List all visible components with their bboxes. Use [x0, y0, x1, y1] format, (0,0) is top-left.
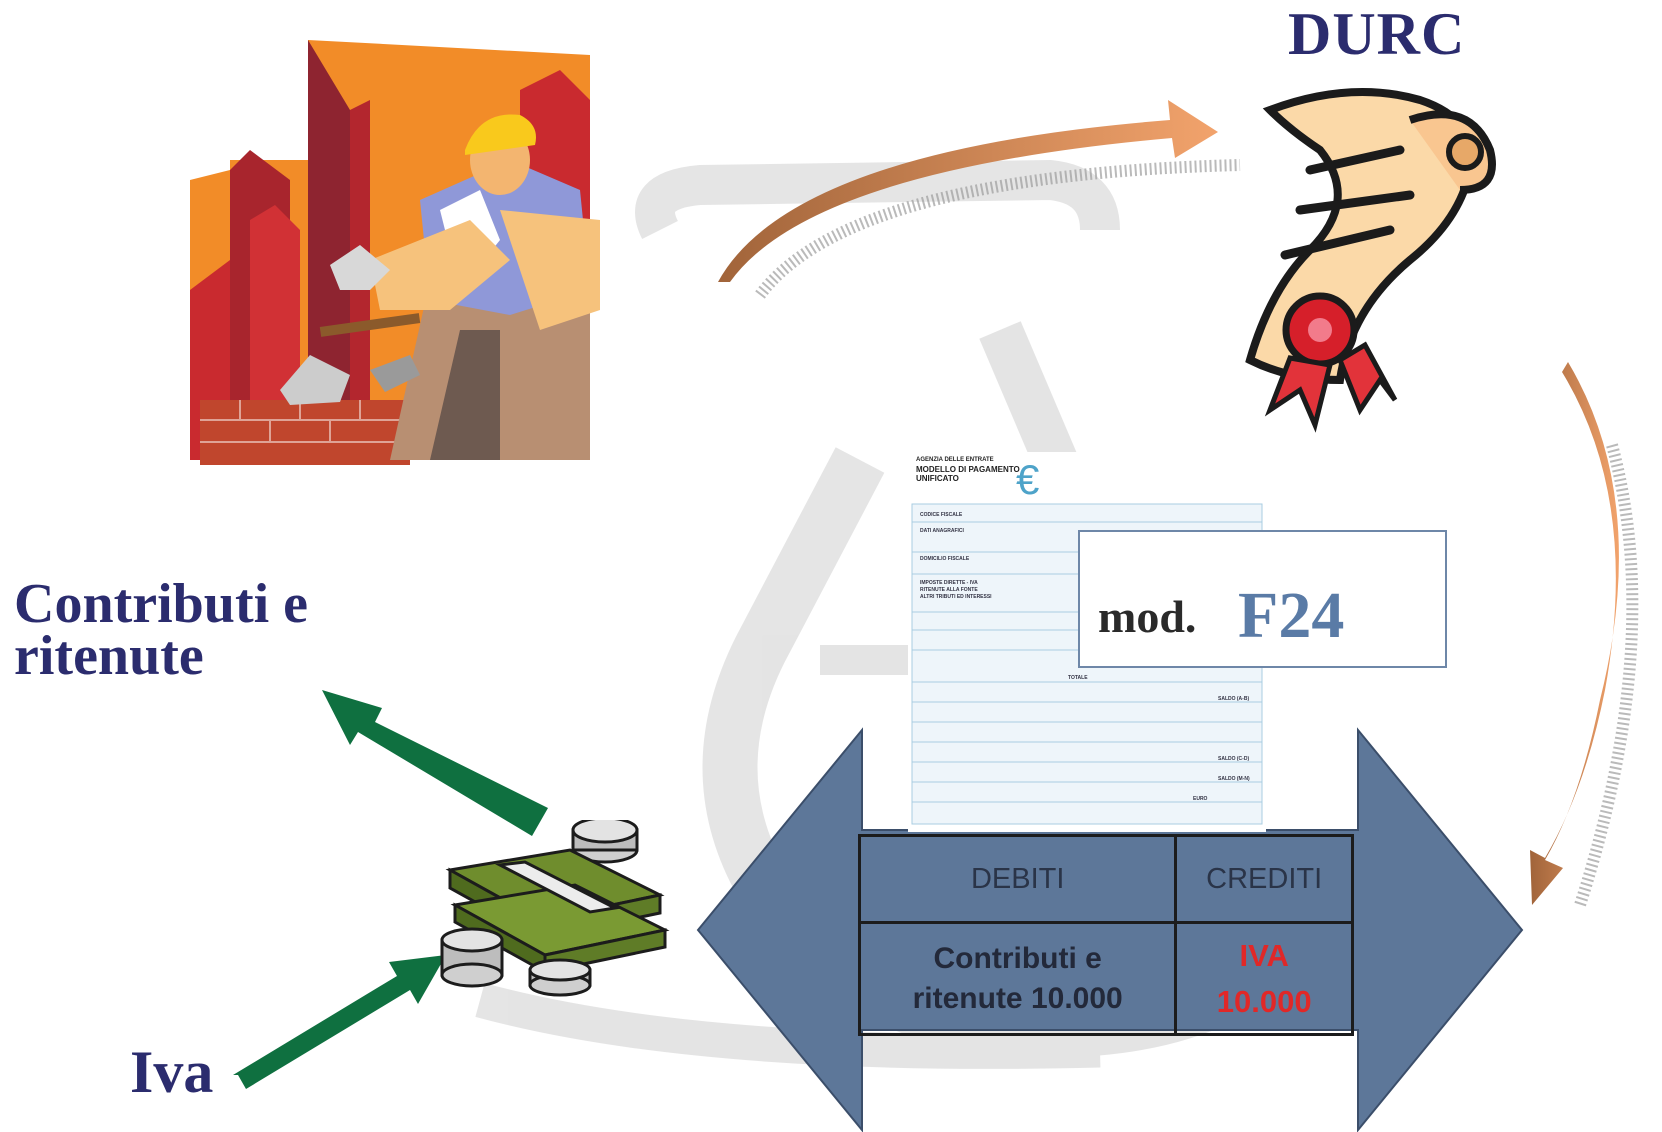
euro-symbol-icon: € [1016, 456, 1039, 503]
durc-title: DURC [1288, 1, 1466, 67]
contributi-line2: ritenute [14, 625, 204, 687]
crediti-header: CREDITI [1174, 834, 1354, 924]
f24-code: F24 [1238, 579, 1345, 652]
f24-prefix: mod. [1098, 591, 1197, 642]
durc-scroll-icon [1245, 88, 1496, 433]
construction-worker-illustration [190, 40, 620, 470]
credit-cell: IVA 10.000 [1174, 921, 1354, 1036]
arrow-money-to-contributi [322, 690, 548, 836]
form-section-text: IMPOSTE DIRETTE - IVA [920, 580, 978, 586]
credit-line2: 10.000 [1216, 983, 1312, 1019]
form-section-text: DOMICILIO FISCALE [920, 556, 970, 562]
form-total-text: TOTALE [1068, 675, 1088, 681]
arrow-durc-to-ledger [1530, 362, 1619, 905]
money-stack-icon [440, 820, 670, 997]
debit-cell: Contributi e ritenute 10.000 [857, 921, 1178, 1036]
form-total-text: SALDO (A-B) [1218, 696, 1249, 702]
iva-label: Iva [130, 1039, 214, 1105]
arrow-worker-to-durc [718, 100, 1218, 282]
arrow-iva-to-money [233, 955, 446, 1089]
form-section-text: CODICE FISCALE [920, 512, 963, 518]
form-section-text: ALTRI TRIBUTI ED INTERESSI [920, 594, 992, 600]
debit-line1: Contributi e [933, 941, 1102, 975]
f24-label-box [1078, 530, 1447, 668]
ledger-table: DEBITI CREDITI Contributi e ritenute 10.… [857, 834, 1354, 1036]
contributi-line1: Contributi e [14, 573, 308, 635]
form-model-text: MODELLO DI PAGAMENTO [916, 465, 1020, 474]
debit-line2: ritenute 10.000 [912, 981, 1123, 1015]
form-total-text: SALDO (M-N) [1218, 776, 1250, 782]
form-unified-text: UNIFICATO [916, 474, 959, 483]
form-agency-text: AGENZIA DELLE ENTRATE [916, 457, 994, 463]
contributi-label: Contributi e ritenute [14, 573, 308, 687]
form-section-text: DATI ANAGRAFICI [920, 528, 964, 534]
debiti-header: DEBITI [857, 834, 1178, 924]
credit-line1: IVA [1239, 937, 1289, 973]
form-total-text: SALDO (C-D) [1218, 756, 1249, 762]
form-section-text: RITENUTE ALLA FONTE [920, 587, 978, 593]
form-total-text: EURO [1193, 796, 1208, 802]
